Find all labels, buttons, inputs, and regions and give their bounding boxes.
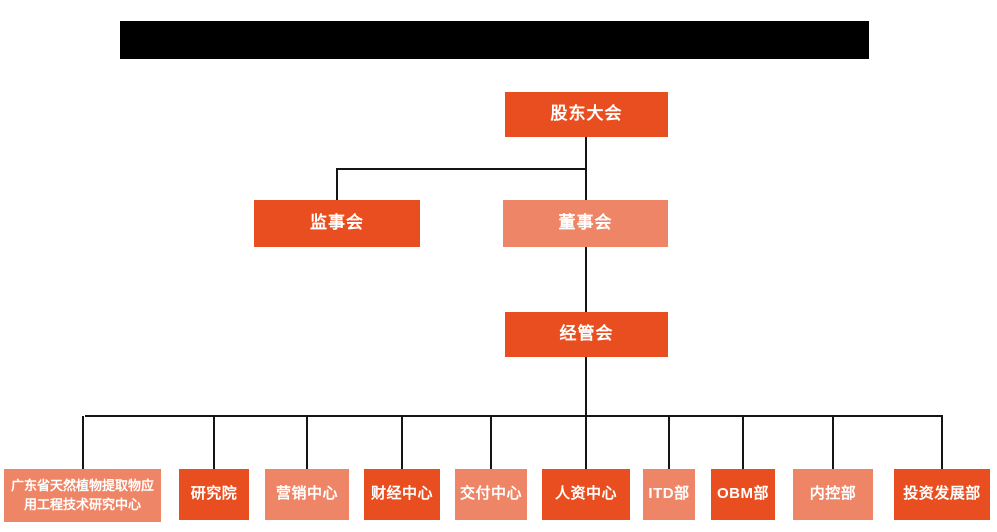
node-delivery-center: 交付中心 (455, 469, 527, 520)
connector-line (585, 416, 587, 469)
node-shareholders-meeting: 股东大会 (505, 92, 668, 137)
node-label: 投资发展部 (903, 485, 981, 503)
node-label: 营销中心 (275, 485, 338, 503)
connector-line (336, 168, 338, 200)
node-label: 人资中心 (554, 485, 617, 503)
node-finance-center: 财经中心 (364, 469, 440, 520)
node-label: 股东大会 (550, 104, 623, 124)
node-label: 内控部 (809, 485, 857, 503)
node-itd-department: ITD部 (643, 469, 695, 520)
connector-line (306, 416, 308, 469)
node-label: ITD部 (648, 485, 690, 503)
connector-line (585, 247, 587, 312)
connector-line (585, 137, 587, 200)
node-label: 董事会 (558, 213, 613, 233)
redacted-title-bar (120, 21, 869, 59)
connector-line (213, 416, 215, 469)
connector-line (82, 416, 84, 469)
node-label: 交付中心 (459, 485, 522, 503)
node-gd-plant-extract-research-center: 广东省天然植物提取物应用工程技术研究中心 (4, 469, 161, 522)
node-label: 监事会 (310, 213, 364, 233)
node-obm-department: OBM部 (711, 469, 775, 520)
node-board-of-directors: 董事会 (503, 200, 668, 247)
connector-line (401, 416, 403, 469)
node-label: OBM部 (717, 485, 769, 503)
node-label: 研究院 (190, 485, 238, 503)
connector-line (490, 416, 492, 469)
node-investment-development-department: 投资发展部 (894, 469, 990, 520)
node-supervisory-board: 监事会 (254, 200, 420, 247)
connector-bus-line (85, 415, 943, 417)
connector-line (668, 416, 670, 469)
node-internal-control-department: 内控部 (793, 469, 873, 520)
node-marketing-center: 营销中心 (265, 469, 349, 520)
node-management-committee: 经管会 (505, 312, 668, 357)
node-label: 经管会 (559, 324, 614, 344)
connector-line (941, 416, 943, 469)
connector-line (585, 357, 587, 416)
connector-line (742, 416, 744, 469)
node-label: 财经中心 (370, 485, 433, 503)
node-hr-center: 人资中心 (542, 469, 630, 520)
connector-line (336, 168, 586, 170)
node-research-institute: 研究院 (179, 469, 249, 520)
connector-line (832, 416, 834, 469)
node-label: 广东省天然植物提取物应用工程技术研究中心 (10, 477, 154, 512)
